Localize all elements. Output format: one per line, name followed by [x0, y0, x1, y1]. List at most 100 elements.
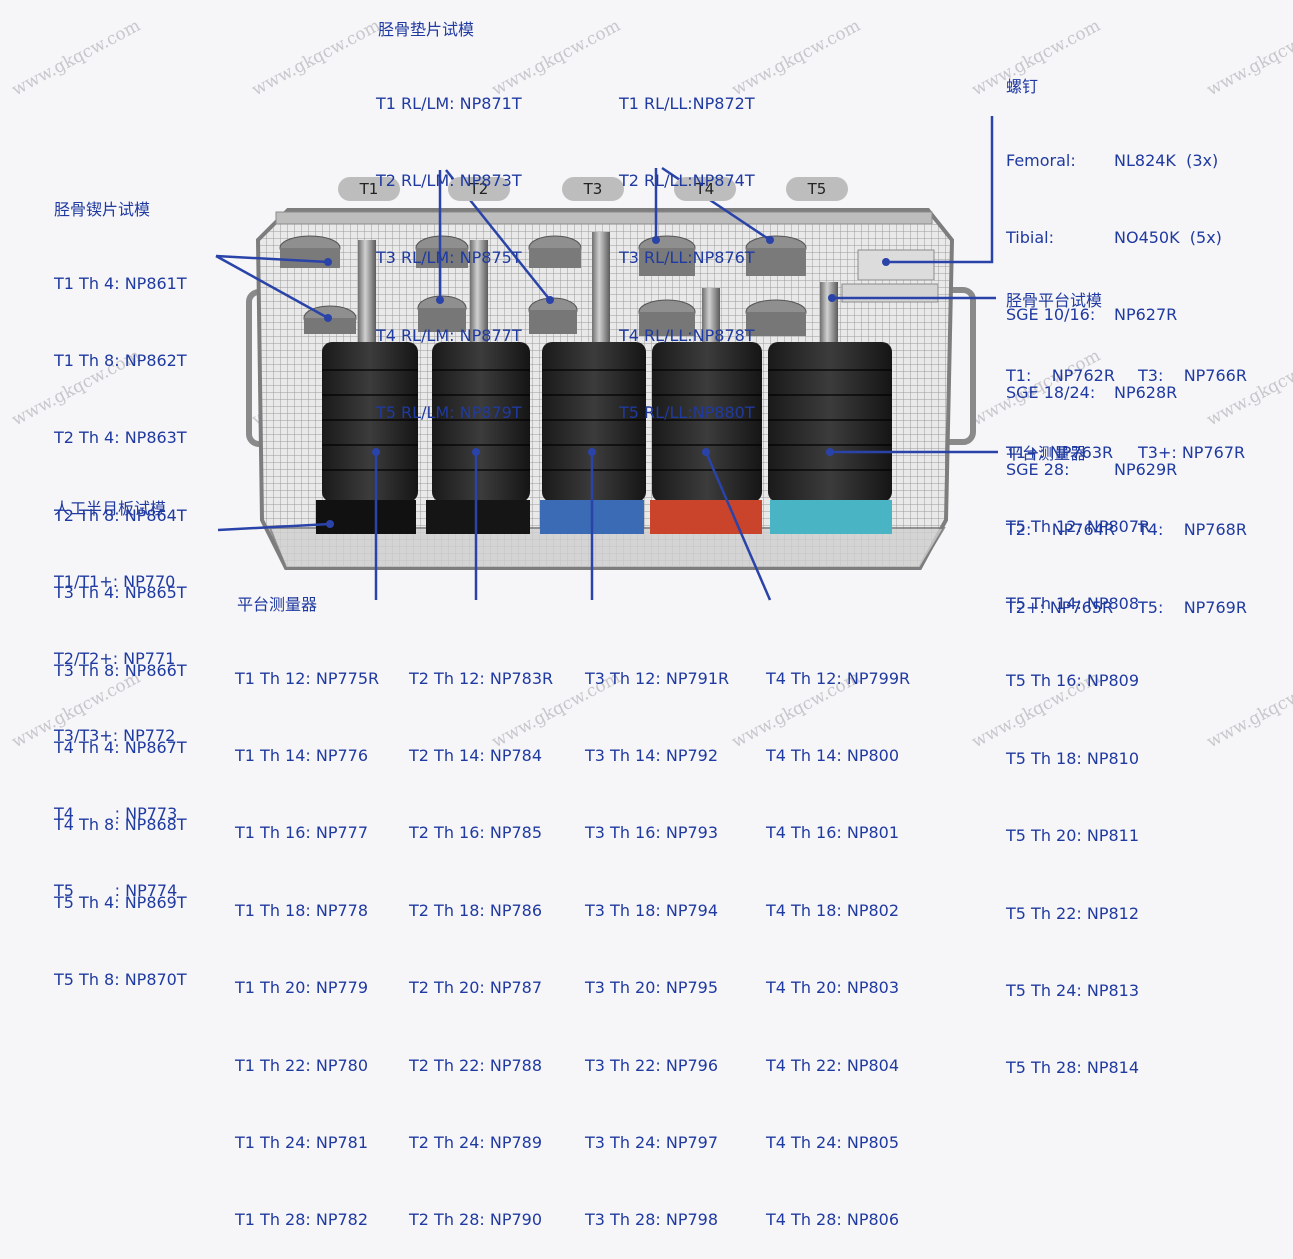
- list-item: T1 Th 12: NP775R: [235, 668, 380, 688]
- list-item: T2 Th 22: NP788: [409, 1055, 543, 1075]
- screw-label: SGE 18/24:: [1006, 382, 1096, 402]
- list-item: T5 Th 14: NP808: [1006, 593, 1140, 613]
- list-item: T4 Th 22: NP804: [766, 1055, 900, 1075]
- list-item: T2 Th 14: NP784: [409, 745, 543, 765]
- tibial-platform-col1: T1: NP762R T1+: NP763R T2: NP764R T2+: N…: [1006, 311, 1115, 646]
- list-item: T1 Th 24: NP781: [235, 1132, 369, 1152]
- column-t4: [638, 235, 762, 534]
- meniscus-title: 人工半月板试模: [54, 499, 167, 518]
- list-item: T4 Th 4: NP867T: [54, 737, 187, 757]
- list-item: T3 Th 8: NP866T: [54, 660, 187, 680]
- list-item: T4 : NP773: [54, 803, 178, 823]
- list-item: T4 Th 16: NP801: [766, 823, 900, 843]
- list-item: T1 RL/LL:NP872T: [619, 93, 755, 113]
- list-item: T5 RL/LM: NP879T: [376, 403, 522, 423]
- screws-list: Femoral: NL824K (3x) Tibial: NO450K (5x) S…: [1006, 96, 1222, 509]
- list-item: T4 Th 20: NP803: [766, 978, 900, 998]
- list-item: T2 RL/LL:NP874T: [619, 170, 755, 190]
- column-t5: [745, 235, 892, 534]
- list-item: T2 Th 16: NP785: [409, 823, 543, 843]
- tibial-spacer-rl-lm-list: T1 RL/LM: NP871T T2 RL/LM: NP873T T3 RL/…: [376, 39, 522, 452]
- list-item: T3 Th 24: NP797: [585, 1132, 719, 1152]
- list-item: T2/T2+: NP771: [54, 648, 176, 668]
- screws-title: 螺钉: [1006, 77, 1039, 96]
- list-item: T2: NP764R: [1006, 520, 1115, 540]
- list-item: T2+: NP765R: [1006, 597, 1114, 617]
- list-item: T2 Th 12: NP783R: [409, 668, 554, 688]
- list-item: T1 RL/LM: NP871T: [376, 93, 522, 113]
- list-item: T5 Th 18: NP810: [1006, 748, 1140, 768]
- list-item: T3 Th 22: NP796: [585, 1055, 719, 1075]
- screw-value: NP628R: [1114, 382, 1178, 402]
- platform-gauge-t5-title: 平台测量器: [1006, 444, 1087, 463]
- list-item: T2 Th 20: NP787: [409, 978, 543, 998]
- list-item: T4 RL/LL:NP878T: [619, 325, 755, 345]
- list-item: T1+: NP763R: [1006, 442, 1114, 462]
- list-item: T4 Th 14: NP800: [766, 745, 900, 765]
- list-item: T4 Th 28: NP806: [766, 1210, 900, 1230]
- screw-label: Tibial:: [1006, 227, 1054, 247]
- list-item: T1 Th 18: NP778: [235, 900, 369, 920]
- column-t3: [528, 232, 646, 534]
- list-item: T2 Th 4: NP863T: [54, 428, 187, 448]
- list-item: T5 Th 24: NP813: [1006, 980, 1140, 1000]
- screw-value: NO450K (5x): [1114, 227, 1222, 247]
- list-item: T1 Th 4: NP861T: [54, 273, 187, 293]
- list-item: T1 Th 14: NP776: [235, 745, 369, 765]
- list-item: T2 Th 18: NP786: [409, 900, 543, 920]
- screw-value: NL824K (3x): [1114, 150, 1219, 170]
- screw-value: NP627R: [1114, 305, 1178, 325]
- list-item: T3+: NP767R: [1138, 442, 1246, 462]
- list-item: T4 Th 8: NP868T: [54, 815, 187, 835]
- list-item: T5 Th 16: NP809: [1006, 671, 1140, 691]
- list-item: T3: NP766R: [1138, 365, 1247, 385]
- platform-gauge-t4-list: T4 Th 12: NP799R T4 Th 14: NP800 T4 Th 1…: [766, 614, 910, 1259]
- tray-label-t3: T3: [562, 177, 624, 201]
- screw-holder: [857, 249, 935, 281]
- platform-gauge-title: 平台测量器: [237, 595, 318, 614]
- list-item: T4 Th 24: NP805: [766, 1132, 900, 1152]
- screw-label: SGE 28:: [1006, 460, 1070, 480]
- column-t2: [415, 235, 530, 534]
- list-item: T5: NP769R: [1138, 597, 1247, 617]
- tibial-platform-title: 胫骨平台试模: [1006, 291, 1103, 310]
- list-item: T5 : NP774: [54, 881, 178, 901]
- list-item: T4 RL/LM: NP877T: [376, 325, 522, 345]
- list-item: T1 Th 8: NP862T: [54, 350, 187, 370]
- list-item: T5 Th 28: NP814: [1006, 1058, 1140, 1078]
- tray-label-t2: T2: [448, 177, 510, 201]
- tibial-spacer-title: 胫骨垫片试模: [378, 20, 475, 39]
- tray-label-t1: T1: [338, 177, 400, 201]
- list-item: T4 Th 18: NP802: [766, 900, 900, 920]
- list-item: T3 Th 4: NP865T: [54, 583, 187, 603]
- tibial-wedge-title: 胫骨锲片试模: [54, 200, 151, 219]
- tray-label-t4: T4: [674, 177, 736, 201]
- list-item: T1/T1+: NP770: [54, 571, 176, 591]
- list-item: T5 RL/LL:NP880T: [619, 403, 755, 423]
- platform-gauge-t2-list: T2 Th 12: NP783R T2 Th 14: NP784 T2 Th 1…: [409, 614, 553, 1259]
- list-item: T4 Th 12: NP799R: [766, 668, 911, 688]
- list-item: T1 Th 22: NP780: [235, 1055, 369, 1075]
- list-item: T3 Th 14: NP792: [585, 745, 719, 765]
- platform-gauge-t3-list: T3 Th 12: NP791R T3 Th 14: NP792 T3 Th 1…: [585, 614, 729, 1259]
- list-item: T1 Th 28: NP782: [235, 1210, 369, 1230]
- list-item: T2 Th 8: NP864T: [54, 505, 187, 525]
- instrument-tray-illustration: [215, 116, 998, 601]
- list-item: T1 Th 16: NP777: [235, 823, 369, 843]
- list-item: T2 RL/LM: NP873T: [376, 170, 522, 190]
- screw-label: Femoral:: [1006, 150, 1076, 170]
- list-item: T1 Th 20: NP779: [235, 978, 369, 998]
- list-item: T2 Th 24: NP789: [409, 1132, 543, 1152]
- list-item: T4: NP768R: [1138, 520, 1247, 540]
- screw-label: SGE 10/16:: [1006, 305, 1096, 325]
- list-item: T5 Th 8: NP870T: [54, 970, 187, 990]
- meniscus-list: T1/T1+: NP770 T2/T2+: NP771 T3/T3+: NP77…: [54, 517, 177, 930]
- list-item: T3 Th 16: NP793: [585, 823, 719, 843]
- list-item: T5 Th 12: NP807R: [1006, 516, 1151, 536]
- list-item: T5 Th 22: NP812: [1006, 903, 1140, 923]
- list-item: T3 RL/LM: NP875T: [376, 248, 522, 268]
- tibial-platform-col2: T3: NP766R T3+: NP767R T4: NP768R T5: NP…: [1138, 311, 1247, 646]
- list-item: T3 Th 12: NP791R: [585, 668, 730, 688]
- list-item: T3 Th 28: NP798: [585, 1210, 719, 1230]
- list-item: T2 Th 28: NP790: [409, 1210, 543, 1230]
